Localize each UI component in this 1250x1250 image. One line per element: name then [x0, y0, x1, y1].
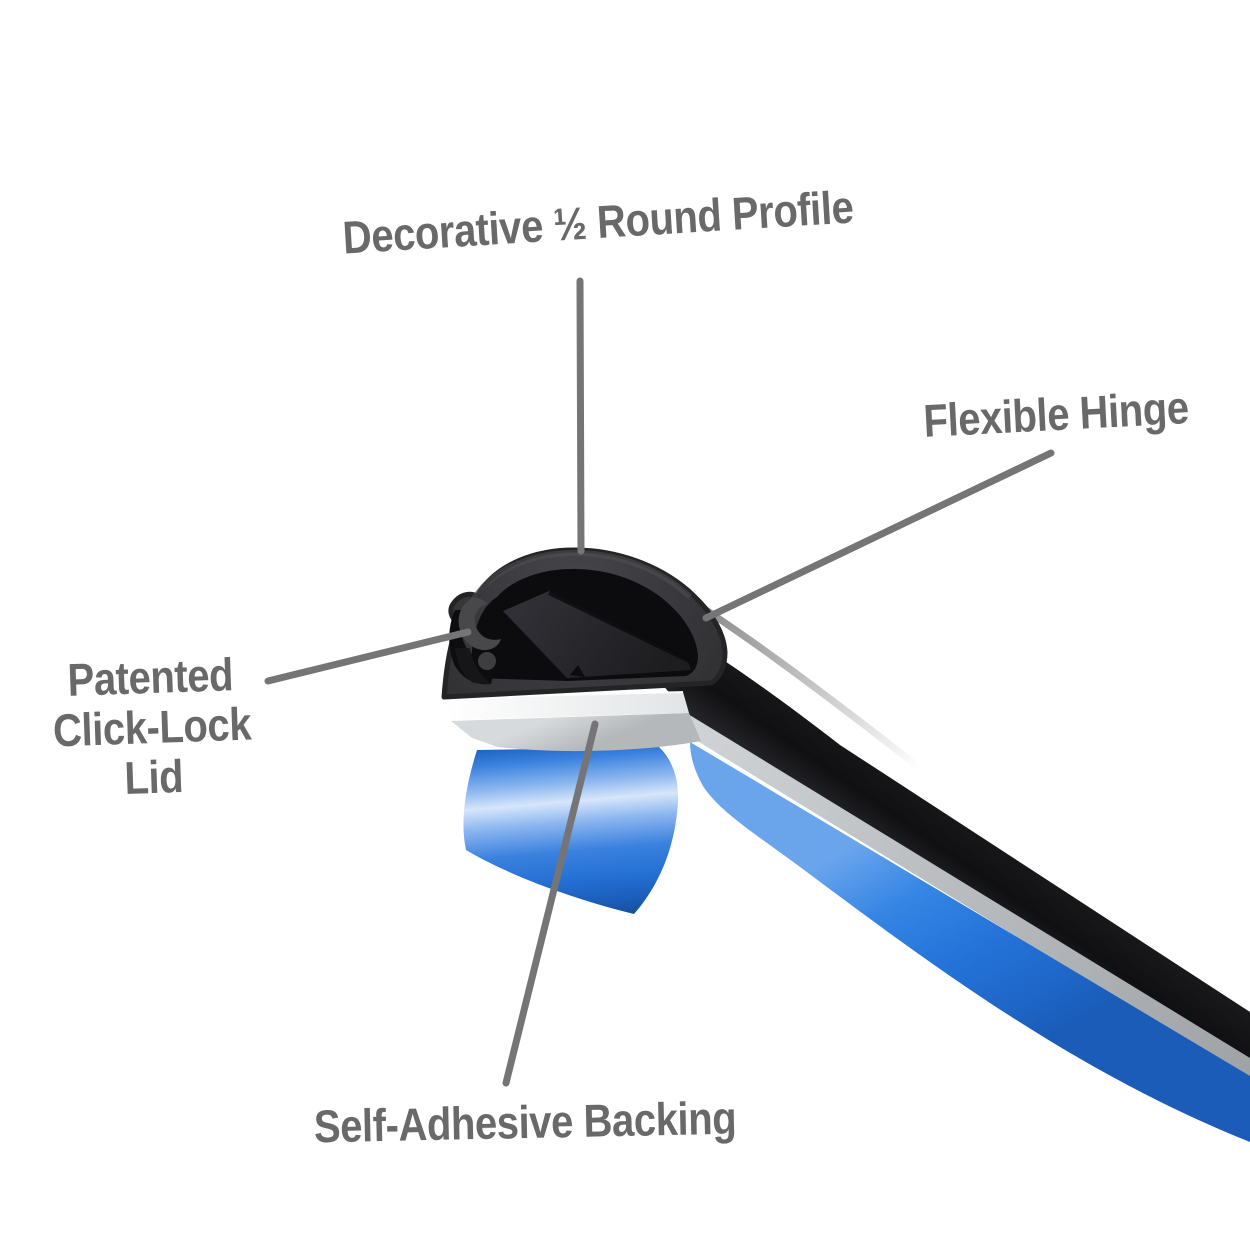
profile-bottom-notch	[570, 665, 585, 677]
clip-nub	[478, 652, 496, 670]
adhesive-liner-strip	[690, 742, 1250, 1142]
clip-hook	[458, 597, 501, 651]
label-self-adhesive-backing: Self-Adhesive Backing	[313, 1091, 737, 1153]
base-plate-underside	[451, 713, 701, 752]
base-plate-front	[445, 692, 689, 720]
label-click-lock-lid-line2: Click-Lock	[52, 697, 252, 757]
callout-line-hinge	[702, 449, 1055, 622]
profile-cavity-floor-groove	[548, 591, 690, 663]
profile-cavity-floor	[503, 591, 691, 678]
callout-line-backing	[502, 720, 599, 1087]
lid-extrusion-surface	[560, 578, 1250, 1058]
label-click-lock-lid: Patented Click-Lock Lid	[50, 648, 253, 806]
callout-line-lid	[264, 628, 472, 685]
callout-line-profile	[576, 277, 585, 555]
clip-shadow	[455, 648, 491, 684]
label-click-lock-lid-line1: Patented	[66, 648, 234, 706]
click-lock-clip	[449, 597, 501, 685]
profile-top-highlight	[470, 549, 693, 602]
base-plate-edge-strip	[680, 706, 1250, 1080]
label-click-lock-lid-line3: Lid	[123, 749, 184, 804]
